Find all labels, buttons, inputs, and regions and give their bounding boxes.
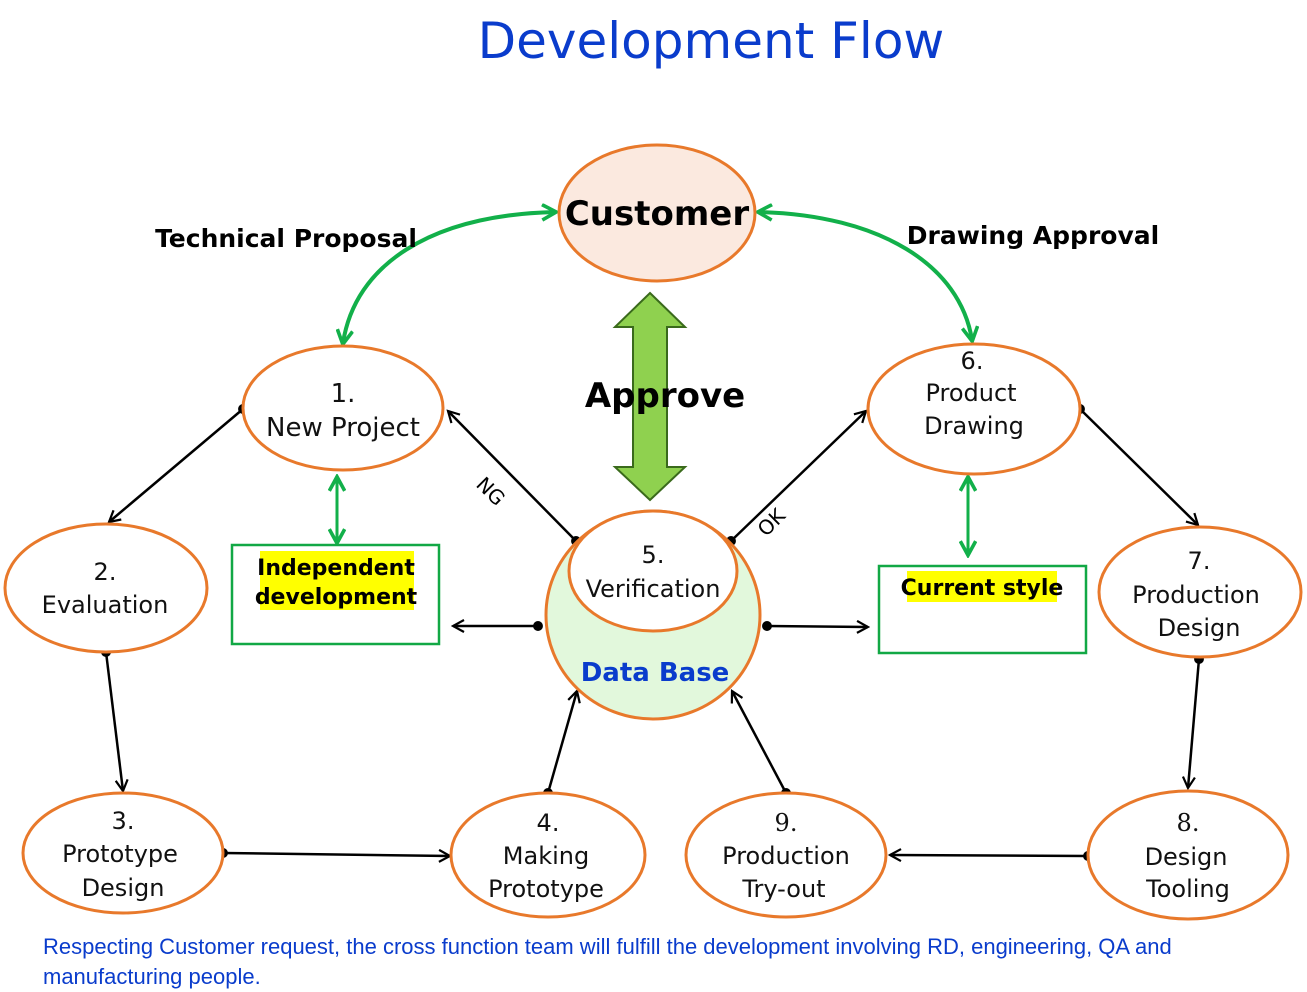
- node-7-number: 7.: [1188, 547, 1211, 575]
- edge-1-to-2: [109, 409, 243, 522]
- technical-proposal-arrow: [343, 212, 555, 343]
- drawing-approval-arrow: [759, 212, 972, 340]
- edge-5-to-6-ok: [731, 411, 866, 541]
- node-8-number: 8.: [1177, 809, 1200, 837]
- footer-description: Respecting Customer request, the cross f…: [43, 934, 1172, 989]
- edge-4-to-5: [548, 691, 577, 793]
- independent-line-2: development: [255, 585, 418, 610]
- node-5-line-1: Verification: [586, 575, 721, 603]
- edge-6-to-7: [1080, 409, 1198, 525]
- edge-5-to-current: [767, 626, 868, 627]
- node-3-line-2: Design: [82, 874, 165, 902]
- edge-9-to-5: [732, 691, 786, 793]
- node-9-line-1: Production: [722, 842, 850, 870]
- node-3-prototype-design: [21, 791, 225, 915]
- node-9-production-try-out: [684, 791, 888, 919]
- node-1-line-1: New Project: [266, 413, 420, 443]
- node-3-number: 3.: [112, 807, 135, 835]
- node-9-line-2: Try-out: [741, 875, 825, 903]
- node-4-line-2: Prototype: [488, 875, 604, 903]
- node-1-number: 1.: [331, 379, 356, 409]
- current-style-text: Current style: [901, 576, 1064, 601]
- node-1-new-project: [241, 344, 445, 472]
- approve-double-arrow: [612, 291, 688, 502]
- edge-8-to-9: [890, 855, 1088, 856]
- node-6-line-1: Product: [925, 379, 1016, 407]
- edge-5-to-1-ng: [448, 411, 576, 541]
- independent-highlight: [260, 551, 414, 610]
- node-8-design-tooling: [1086, 789, 1290, 921]
- database-label: Data Base: [581, 658, 730, 688]
- current-style-highlight: [907, 571, 1057, 602]
- technical-proposal-label: Technical Proposal: [155, 224, 417, 253]
- node-4-number: 4.: [537, 809, 560, 837]
- node-8-line-2: Tooling: [1145, 875, 1230, 903]
- node-6-line-2: Drawing: [924, 412, 1024, 440]
- drawing-approval-label: Drawing Approval: [907, 221, 1159, 250]
- customer-label: Customer: [565, 194, 749, 234]
- node-4-line-1: Making: [503, 842, 589, 870]
- node-3-line-1: Prototype: [62, 840, 178, 868]
- node-6-product-drawing: [866, 342, 1082, 476]
- node-7-production-design: [1097, 525, 1303, 659]
- ok-label: OK: [753, 503, 791, 541]
- node-5-number: 5.: [642, 541, 665, 569]
- customer-node: [557, 143, 757, 283]
- edge-3-to-4: [223, 853, 450, 856]
- edge-7-to-8: [1188, 659, 1199, 788]
- node-7-line-2: Design: [1158, 614, 1241, 642]
- node-2-line-1: Evaluation: [42, 591, 169, 619]
- node-8-line-1: Design: [1145, 843, 1228, 871]
- node-7-line-1: Production: [1132, 581, 1260, 609]
- node-2-evaluation: [3, 522, 209, 654]
- approve-label: Approve: [585, 376, 745, 416]
- page-title: Development Flow: [478, 12, 945, 70]
- node-6-number: 6.: [961, 347, 984, 375]
- node-4-making-prototype: [449, 791, 647, 919]
- node-2-number: 2.: [94, 558, 117, 586]
- independent-line-1: Independent: [257, 556, 415, 581]
- ng-label: NG: [471, 472, 510, 511]
- edge-2-to-3: [106, 652, 123, 791]
- node-5-verification: [567, 509, 739, 633]
- node-9-number: 9.: [775, 809, 798, 837]
